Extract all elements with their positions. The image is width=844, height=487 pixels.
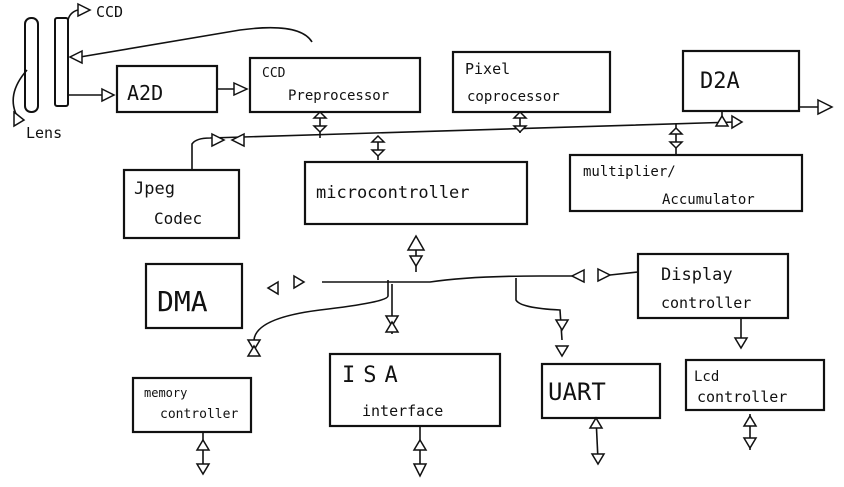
ccd-preprocessor-label-1: CCD bbox=[262, 66, 286, 81]
display-bus-arrow-left bbox=[570, 268, 585, 284]
display-bus-arrow-right bbox=[597, 267, 612, 283]
d2a-box bbox=[681, 49, 801, 113]
ccd-pointer-arrow bbox=[77, 2, 92, 18]
jpeg-bus-arrow-right bbox=[230, 132, 245, 148]
d2a-label: D2A bbox=[700, 69, 740, 94]
preprocessor-bus-arrow-up bbox=[312, 110, 328, 119]
pixel-coprocessor-label-1: Pixel bbox=[465, 60, 510, 78]
uart-block: UART bbox=[540, 362, 662, 420]
display-controller-label-1: Display bbox=[661, 265, 733, 285]
lcd-controller-block: Lcd controller bbox=[684, 358, 826, 412]
sensor-to-a2d-arrow bbox=[101, 87, 116, 103]
jpeg-codec-label-2: Codec bbox=[154, 209, 202, 228]
micro-lower-bus-arrow-down bbox=[408, 255, 424, 268]
multiplier-accumulator-box bbox=[568, 153, 804, 213]
ccd-preprocessor-box bbox=[248, 56, 422, 114]
lcd-controller-label-1: Lcd bbox=[694, 369, 719, 385]
d2a-output-arrow bbox=[817, 98, 834, 116]
lcd-controller-box bbox=[684, 358, 826, 412]
uart-io-arrow-down bbox=[590, 453, 606, 466]
display-bus-stub bbox=[609, 271, 639, 276]
a2d-label: A2D bbox=[127, 81, 163, 105]
upper-bus-line bbox=[191, 121, 736, 170]
isa-interface-label-1: ISA bbox=[342, 363, 406, 388]
isa-io-arrow-up bbox=[412, 438, 428, 451]
d2a-bus-arrow-up bbox=[714, 114, 730, 127]
display-controller-label-2: controller bbox=[661, 294, 751, 312]
ccd-label: CCD bbox=[96, 3, 123, 21]
pixel-bus-arrow-down bbox=[512, 125, 528, 134]
ccd-sensor bbox=[54, 17, 69, 107]
lens-assembly: CCD Lens bbox=[12, 2, 123, 142]
memory-io-arrow-down bbox=[195, 463, 211, 476]
dma-bus-arrow-right bbox=[293, 274, 306, 290]
dma-block: DMA bbox=[144, 262, 244, 330]
dma-bus-arrow-left bbox=[266, 280, 279, 296]
multiplier-accumulator-label-1: multiplier/ bbox=[583, 164, 676, 180]
memory-bus-line bbox=[253, 280, 389, 341]
multiplier-bus-arrow-down bbox=[668, 141, 684, 150]
microcontroller-block: microcontroller bbox=[303, 160, 529, 226]
uart-box bbox=[540, 362, 662, 420]
lcd-io-arrow-down bbox=[742, 437, 758, 450]
ccd-preprocessor-block: CCD Preprocessor bbox=[248, 56, 422, 114]
lens-pointer-arrow bbox=[13, 110, 26, 128]
multiplier-accumulator-block: multiplier/ Accumulator bbox=[568, 153, 804, 213]
memory-io-arrow-up bbox=[195, 438, 211, 451]
isa-interface-label-2: interface bbox=[362, 402, 443, 420]
lower-bus-line bbox=[322, 275, 584, 283]
jpeg-codec-label-1: Jpeg bbox=[134, 179, 175, 199]
lens-element bbox=[24, 17, 39, 113]
memory-bus-arrow-up bbox=[246, 344, 262, 357]
uart-io-arrow-up bbox=[588, 416, 604, 429]
bus-end-arrow bbox=[731, 114, 744, 130]
display-to-lcd-arrow bbox=[733, 337, 749, 350]
uart-bus-arrow-down bbox=[554, 319, 570, 332]
ccd-feedback-line bbox=[79, 26, 313, 58]
preprocessor-bus-arrow-down bbox=[312, 125, 328, 134]
micro-lower-bus-arrow-up bbox=[406, 234, 426, 251]
multiplier-accumulator-label-2: Accumulator bbox=[662, 192, 755, 208]
uart-bus-line bbox=[515, 278, 563, 341]
ccd-preprocessor-label-2: Preprocessor bbox=[288, 88, 389, 104]
jpeg-codec-box bbox=[122, 168, 241, 240]
uart-bus-arrow-down-2 bbox=[554, 345, 570, 358]
multiplier-bus-arrow-up bbox=[668, 126, 684, 135]
memory-controller-box bbox=[131, 376, 253, 434]
pixel-bus-arrow-up bbox=[512, 110, 528, 119]
d2a-block: D2A bbox=[681, 49, 801, 113]
micro-bus-arrow-up bbox=[370, 134, 386, 143]
jpeg-codec-block: Jpeg Codec bbox=[122, 168, 241, 240]
display-controller-box bbox=[636, 252, 790, 320]
isa-bus-arrow-up bbox=[384, 320, 400, 333]
isa-interface-block: ISA interface bbox=[328, 352, 502, 428]
a2d-block: A2D bbox=[115, 64, 219, 114]
microcontroller-box bbox=[303, 160, 529, 226]
ccd-feedback-arrow bbox=[68, 49, 83, 65]
dma-label: DMA bbox=[157, 285, 208, 318]
display-controller-block: Display controller bbox=[636, 252, 790, 320]
memory-controller-block: memory controller bbox=[131, 376, 253, 434]
lcd-controller-label-2: controller bbox=[697, 388, 787, 406]
dma-box bbox=[144, 262, 244, 330]
pixel-coprocessor-block: Pixel coprocessor bbox=[451, 50, 612, 114]
a2d-to-preprocessor-arrow bbox=[233, 81, 249, 97]
lens-label: Lens bbox=[26, 124, 62, 142]
ccd-pointer-line bbox=[67, 9, 79, 21]
isa-io-arrow-down bbox=[412, 463, 428, 478]
microcontroller-label: microcontroller bbox=[316, 183, 470, 203]
memory-controller-label-2: controller bbox=[160, 407, 238, 422]
isa-interface-box bbox=[328, 352, 502, 428]
jpeg-bus-arrow-left bbox=[211, 132, 226, 148]
pixel-coprocessor-label-2: coprocessor bbox=[467, 89, 560, 105]
memory-controller-label-1: memory bbox=[144, 386, 187, 400]
lcd-io-arrow-up bbox=[742, 414, 758, 427]
pixel-coprocessor-box bbox=[451, 50, 612, 114]
micro-bus-arrow-down bbox=[370, 149, 386, 158]
uart-label: UART bbox=[548, 378, 606, 406]
